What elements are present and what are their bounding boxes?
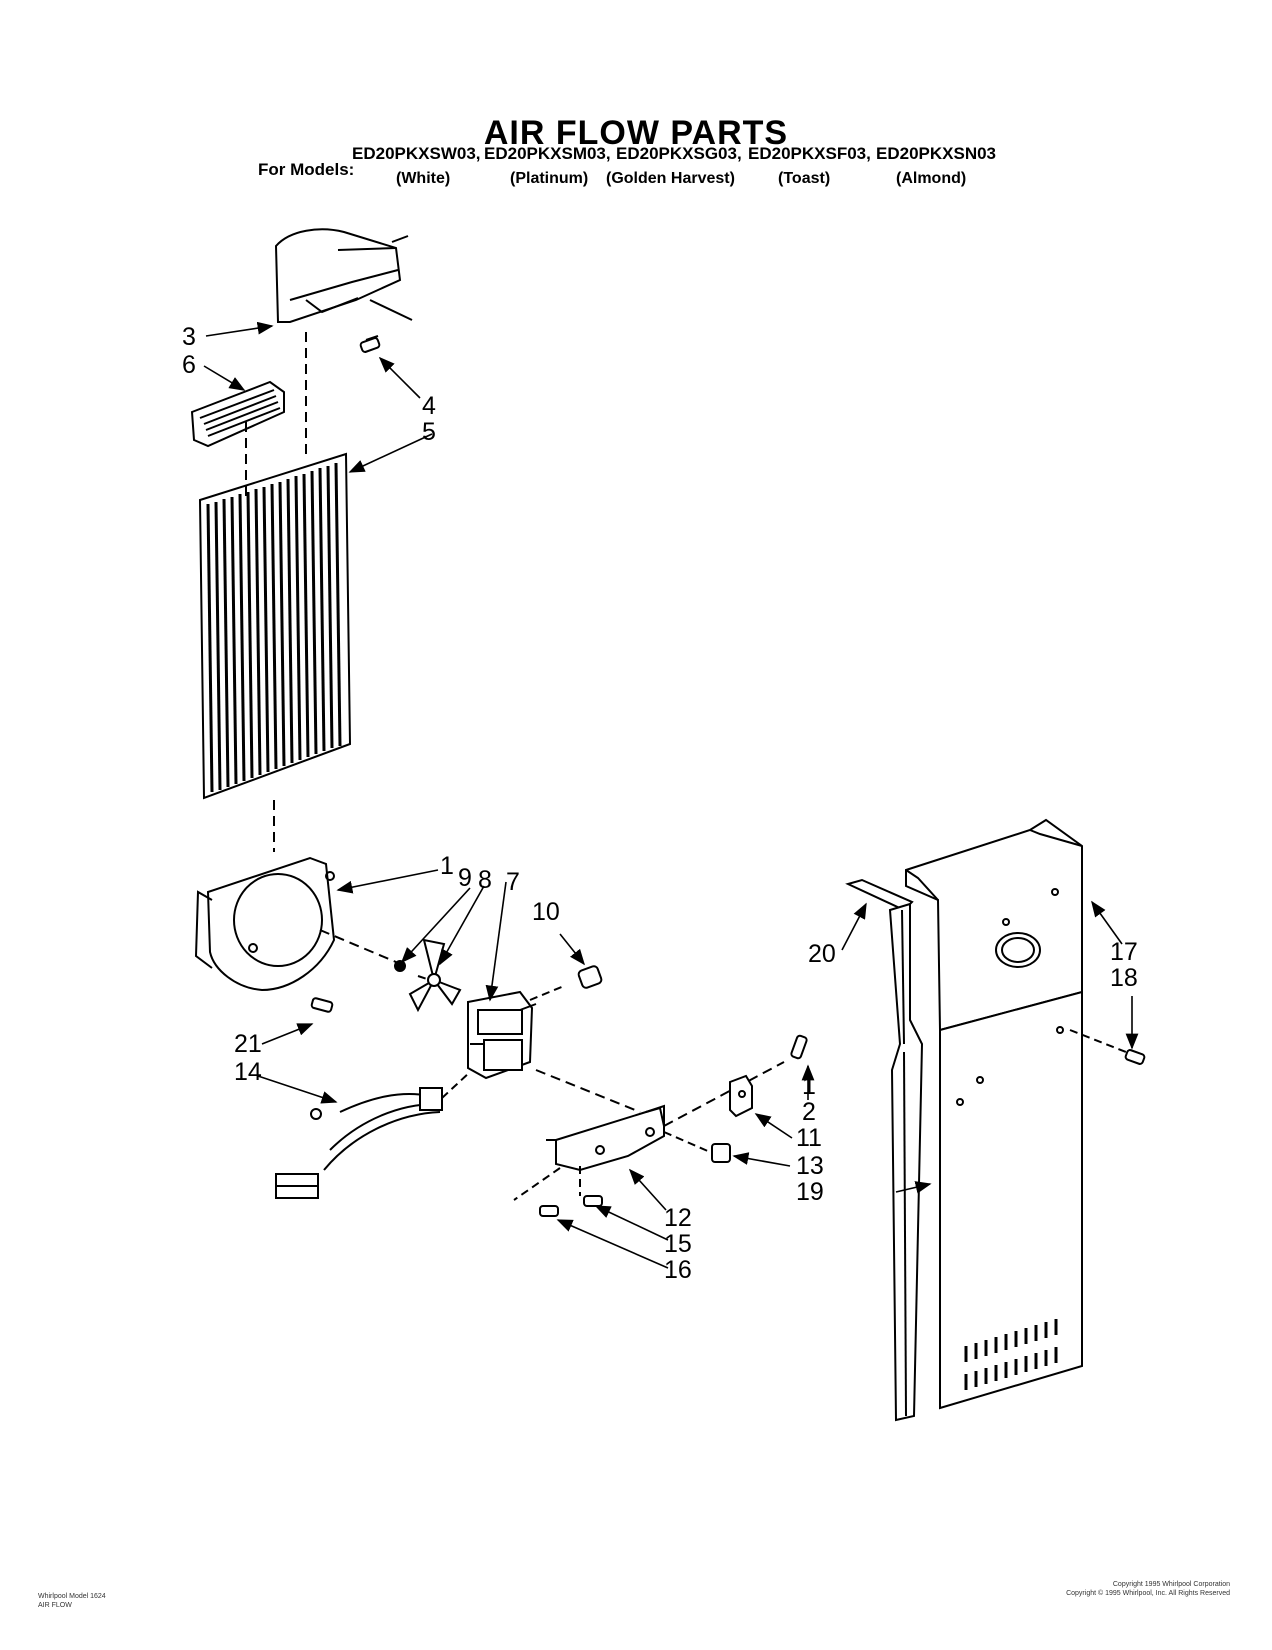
- back-panel-lower-part: [939, 990, 1083, 1410]
- model-color-platinum: (Platinum): [510, 170, 589, 187]
- callout-13: 13: [796, 1152, 824, 1180]
- fan-motor-part: [467, 990, 537, 1080]
- callout-11: 11: [796, 1124, 822, 1152]
- motor-bracket-part: [546, 1104, 665, 1172]
- footer-right-line-2: Copyright © 1995 Whirlpool, Inc. All Rig…: [1066, 1590, 1230, 1597]
- callout-3: 3: [182, 323, 196, 351]
- page-title: AIR FLOW PARTS: [483, 114, 789, 152]
- model-number-golden-harvest: ED20PKXSG03,: [616, 144, 742, 163]
- model-number-platinum: ED20PKXSM03,: [484, 144, 611, 163]
- callout-10: 10: [532, 898, 560, 926]
- model-color-toast: (Toast): [778, 170, 831, 187]
- model-number-white: ED20PKXSW03,: [352, 144, 481, 163]
- wire-harness-part: [275, 1087, 443, 1199]
- fan-nut-part: [394, 960, 406, 972]
- gasket-strip-part: [845, 878, 914, 912]
- callout-6: 6: [182, 351, 196, 379]
- screw-part-18: [1124, 1049, 1146, 1065]
- callout-labels: 3 6 4 5 1 9 8 7 10 21 14 20 17 18 1 2 11…: [182, 323, 1138, 1284]
- callout-12: 12: [664, 1204, 692, 1232]
- callout-19: 19: [796, 1178, 824, 1206]
- screw-part-16: [539, 1205, 559, 1217]
- screw-part-4: [359, 335, 381, 353]
- callout-18: 18: [1110, 964, 1138, 992]
- footer-left-note: Whirlpool Model 1624 AIR FLOW: [38, 1592, 106, 1610]
- callout-2: 2: [802, 1098, 816, 1126]
- footer-copyright: Copyright 1995 Whirlpool Corporation Cop…: [1030, 1580, 1230, 1598]
- grommet-part-13: [711, 1143, 731, 1163]
- callout-20: 20: [808, 940, 836, 968]
- air-duct-part: [274, 228, 413, 323]
- rear-channel-part: [888, 902, 924, 1422]
- model-number-almond: ED20PKXSN03: [876, 144, 997, 163]
- screw-part-1-2: [790, 1034, 808, 1060]
- grille-part: [190, 380, 285, 448]
- models-label: For Models:: [258, 160, 355, 179]
- callout-16: 16: [664, 1256, 692, 1284]
- evaporator-cover-part: [198, 452, 352, 800]
- callout-4: 4: [422, 392, 436, 420]
- callout-21: 21: [234, 1030, 262, 1058]
- fan-blade-part: [408, 938, 462, 1013]
- footer-left-line-2: AIR FLOW: [38, 1602, 72, 1609]
- footer-left-line-1: Whirlpool Model 1624: [38, 1593, 106, 1600]
- screw-part-15: [583, 1195, 603, 1207]
- callout-17: 17: [1110, 938, 1138, 966]
- callout-8: 8: [478, 866, 492, 894]
- callout-9: 9: [458, 864, 472, 892]
- footer-right-line-1: Copyright 1995 Whirlpool Corporation: [1112, 1581, 1230, 1588]
- callout-5: 5: [422, 418, 436, 446]
- model-color-almond: (Almond): [896, 170, 967, 187]
- grommet-part-10: [577, 965, 603, 989]
- screw-part-21: [310, 997, 334, 1013]
- callout-1: 1: [440, 852, 454, 880]
- callout-14: 14: [234, 1058, 262, 1086]
- model-number-toast: ED20PKXSF03,: [748, 144, 871, 163]
- callout-15: 15: [664, 1230, 692, 1258]
- callout-1b: 1: [802, 1072, 816, 1100]
- clip-part-11: [729, 1074, 753, 1118]
- callout-7: 7: [506, 868, 520, 896]
- model-color-white: (White): [396, 170, 451, 187]
- fan-shroud-part: [194, 856, 336, 992]
- model-color-golden-harvest: (Golden Harvest): [606, 170, 735, 187]
